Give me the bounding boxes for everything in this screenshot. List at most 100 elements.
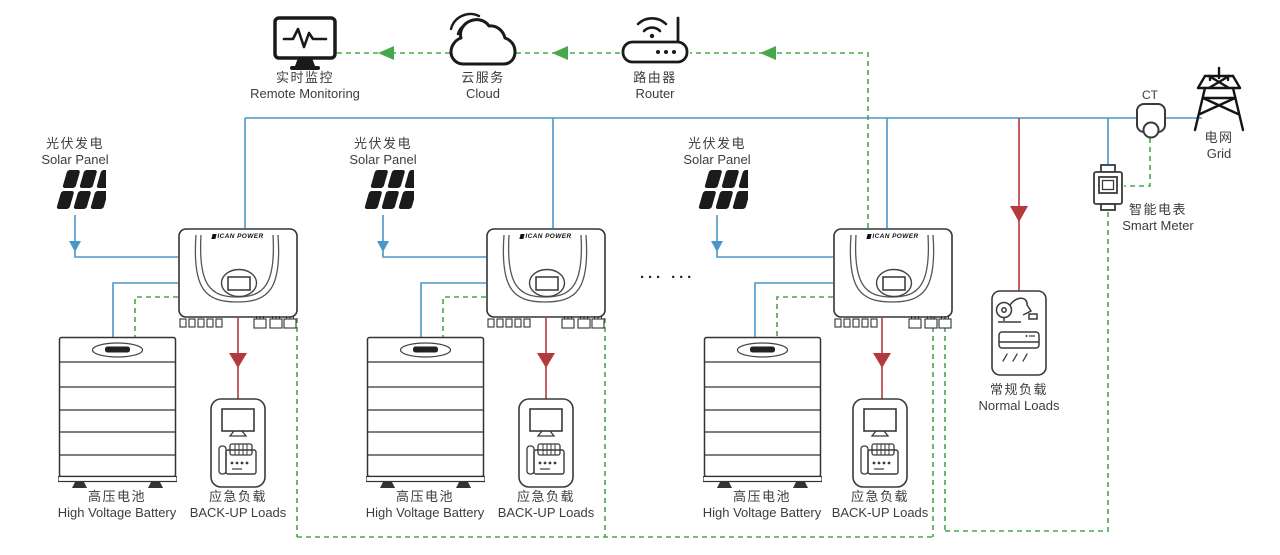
inverter-icon — [486, 228, 606, 329]
grid-tower-icon — [1193, 66, 1245, 132]
inverter-brand-2: ICAN POWER — [486, 233, 606, 240]
backup-loads-label-en: BACK-UP Loads — [831, 504, 929, 520]
inverter-brand-text: ICAN POWER — [872, 233, 919, 240]
backup-loads-label-zh: 应急负载 — [850, 489, 909, 504]
solar-panel-label-en: Solar Panel — [683, 151, 751, 167]
inverter-brand-1: ICAN POWER — [178, 233, 298, 240]
battery-label-zh: 高压电池 — [87, 489, 146, 504]
backup-loads-label-3: 应急负载 BACK-UP Loads — [800, 489, 960, 520]
normal-loads-icon — [991, 290, 1047, 376]
comm-arrowheads — [378, 46, 776, 60]
solar-panel-label-en: Solar Panel — [41, 151, 109, 167]
remote-monitoring-node — [272, 16, 338, 72]
inverter-brand-3: ICAN POWER — [833, 233, 953, 240]
router-icon — [621, 16, 689, 64]
battery-stack-icon — [366, 336, 485, 488]
backup-loads-label-en: BACK-UP Loads — [189, 504, 287, 520]
solar-panel-label-zh: 光伏发电 — [353, 136, 412, 151]
solar-panel-label-1: 光伏发电 Solar Panel — [0, 136, 155, 167]
cloud-icon — [449, 12, 517, 66]
wire-comm-battery-1 — [134, 296, 178, 338]
solar-panel-icon — [698, 170, 748, 209]
backup-loads-label-en: BACK-UP Loads — [497, 504, 595, 520]
battery-label-2: 高压电池 High Voltage Battery — [345, 489, 505, 520]
backup-loads-icon — [852, 398, 908, 488]
backup-arrow-3 — [873, 353, 891, 368]
inverter-1 — [178, 228, 298, 332]
wire-comm-inverter3-to-router — [690, 52, 869, 228]
grid-label-en: Grid — [1206, 145, 1232, 161]
wire-battery-dc-1 — [112, 282, 178, 338]
backup-loads-label-zh: 应急负载 — [208, 489, 267, 504]
battery-stack-icon — [58, 336, 177, 488]
pv-arrowheads — [69, 241, 723, 252]
load-arrowheads — [229, 206, 1028, 368]
comm-arrow-left-1 — [378, 46, 394, 60]
inverter-2 — [486, 228, 606, 332]
battery-label-zh: 高压电池 — [732, 489, 791, 504]
smart-meter-label-en: Smart Meter — [1122, 217, 1194, 233]
wire-comm-battery-2 — [442, 296, 486, 338]
normal-loads-label-en: Normal Loads — [978, 397, 1060, 413]
cloud-label-zh: 云服务 — [461, 70, 505, 85]
wire-pv2 — [382, 215, 486, 258]
more-units-ellipsis: ··· ··· — [640, 269, 696, 286]
pv-arrow-3 — [711, 241, 723, 252]
solar-panel-label-en: Solar Panel — [349, 151, 417, 167]
grid-label: 电网 Grid — [1160, 130, 1278, 161]
battery-2 — [366, 336, 485, 494]
battery-label-3: 高压电池 High Voltage Battery — [682, 489, 842, 520]
remote-monitoring-label-en: Remote Monitoring — [250, 85, 360, 101]
remote-monitoring-label: 实时监控 Remote Monitoring — [225, 70, 385, 101]
normal-loads-node — [991, 290, 1047, 376]
wire-comm-bus-upper-to-meter — [945, 212, 1109, 532]
router-label-zh: 路由器 — [633, 70, 677, 85]
backup-loads-1 — [210, 398, 266, 488]
backup-loads-2 — [518, 398, 574, 488]
inverter-3 — [833, 228, 953, 332]
normal-loads-arrow — [1010, 206, 1028, 222]
smart-meter-label-zh: 智能电表 — [1128, 202, 1187, 217]
router-label-en: Router — [635, 85, 675, 101]
smart-meter-label: 智能电表 Smart Meter — [1098, 202, 1218, 233]
solar-panel-3 — [686, 168, 748, 214]
cloud-node — [446, 12, 520, 70]
router-label: 路由器 Router — [575, 70, 735, 101]
cloud-label-en: Cloud — [466, 85, 500, 101]
backup-loads-icon — [210, 398, 266, 488]
solar-panel-label-zh: 光伏发电 — [687, 136, 746, 151]
wire-comm-battery-3 — [776, 296, 833, 338]
battery-label-en: High Voltage Battery — [57, 504, 177, 520]
battery-stack-icon — [703, 336, 822, 488]
inverter-icon — [178, 228, 298, 329]
inverter-brand-text: ICAN POWER — [525, 233, 572, 240]
comm-arrow-left-3 — [760, 46, 776, 60]
ac-wires — [74, 117, 1202, 338]
solar-panel-label-3: 光伏发电 Solar Panel — [637, 136, 797, 167]
backup-loads-label-zh: 应急负载 — [516, 489, 575, 504]
ct-sensor-icon — [1136, 103, 1166, 139]
battery-label-en: High Voltage Battery — [702, 504, 822, 520]
cloud-label: 云服务 Cloud — [403, 70, 563, 101]
ct-label: CT — [1142, 88, 1158, 102]
normal-loads-label-zh: 常规负载 — [989, 382, 1048, 397]
backup-arrow-1 — [229, 353, 247, 368]
battery-3 — [703, 336, 822, 494]
battery-label-en: High Voltage Battery — [365, 504, 485, 520]
solar-panel-2 — [352, 168, 414, 214]
backup-loads-label-2: 应急负载 BACK-UP Loads — [466, 489, 626, 520]
inverter-brand-text: ICAN POWER — [217, 233, 264, 240]
battery-1 — [58, 336, 177, 494]
backup-loads-label-1: 应急负载 BACK-UP Loads — [158, 489, 318, 520]
solar-panel-icon — [364, 170, 414, 209]
pv-arrow-2 — [377, 241, 389, 252]
ct-node — [1135, 102, 1167, 140]
battery-label-zh: 高压电池 — [395, 489, 454, 504]
backup-arrow-2 — [537, 353, 555, 368]
solar-panel-icon — [56, 170, 106, 209]
wire-battery-dc-2 — [420, 282, 486, 338]
remote-monitoring-label-zh: 实时监控 — [275, 70, 334, 85]
backup-loads-icon — [518, 398, 574, 488]
